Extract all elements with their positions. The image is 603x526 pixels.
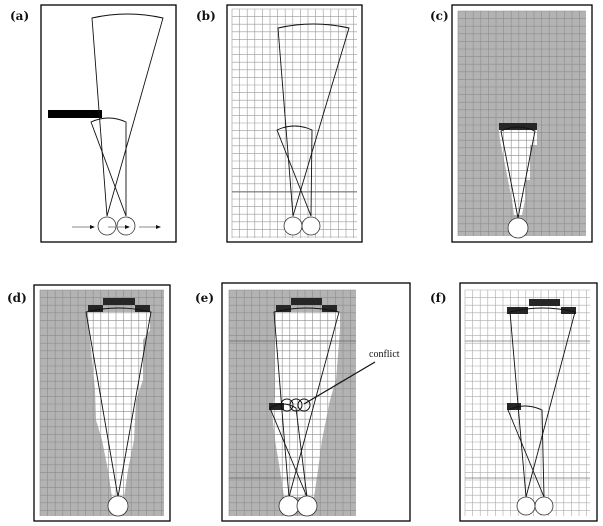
sensor-cone: [85, 307, 152, 498]
obstacle-bar: [48, 110, 102, 118]
panel-frame: [221, 282, 411, 522]
sensor-eye: [278, 495, 300, 517]
occupied-cell: [135, 305, 150, 312]
sensor-cone: [273, 307, 340, 498]
panel-label-f: (f): [430, 291, 447, 305]
occupied-cell: [103, 298, 135, 305]
sensor-eye: [516, 496, 536, 516]
free-space: [499, 130, 537, 215]
occupied-cell: [499, 123, 537, 130]
conflict-marker: [289, 398, 303, 412]
panel-frame: [33, 284, 171, 522]
sensor-cone: [509, 307, 576, 498]
annotation-leader-line: [303, 361, 376, 405]
sensor-cone: [500, 126, 536, 219]
conflict-annotation: conflict: [369, 349, 400, 360]
short-range-cone: [276, 125, 313, 217]
arrow-head-icon: [156, 225, 161, 229]
sensor-eye: [534, 496, 554, 516]
occupied-cell: [322, 305, 337, 312]
panel-label-e: (e): [195, 291, 214, 305]
panel-frame: [451, 4, 593, 243]
long-range-cone: [277, 23, 350, 217]
occupied-cell: [507, 403, 521, 410]
panel-label-d: (d): [7, 291, 27, 305]
sensor-eye: [283, 216, 303, 236]
panel-frame: [40, 4, 177, 243]
sensor-cone: [269, 403, 308, 498]
conflict-marker: [280, 398, 294, 412]
sensor-eye: [507, 217, 529, 239]
occupied-cell: [88, 305, 103, 312]
panel-frame: [459, 282, 598, 522]
panel-label-b: (b): [196, 9, 216, 23]
short-range-cone: [90, 117, 127, 217]
sensor-eye: [301, 216, 321, 236]
sensor-eye: [107, 495, 129, 517]
sensor-cone: [507, 405, 545, 498]
occupied-cell: [276, 305, 291, 312]
conflict-marker: [297, 398, 311, 412]
occupied-cell: [529, 299, 560, 306]
occupied-cell: [291, 298, 322, 305]
sensor-eye: [97, 216, 117, 236]
sensor-eye: [296, 495, 318, 517]
arrow-head-icon: [90, 225, 95, 229]
arrow-head-icon: [125, 225, 130, 229]
panel-label-a: (a): [10, 9, 29, 23]
panel-label-c: (c): [430, 9, 449, 23]
panel-frame: [226, 4, 363, 243]
occupied-cell: [269, 403, 284, 410]
long-range-cone: [91, 13, 164, 217]
